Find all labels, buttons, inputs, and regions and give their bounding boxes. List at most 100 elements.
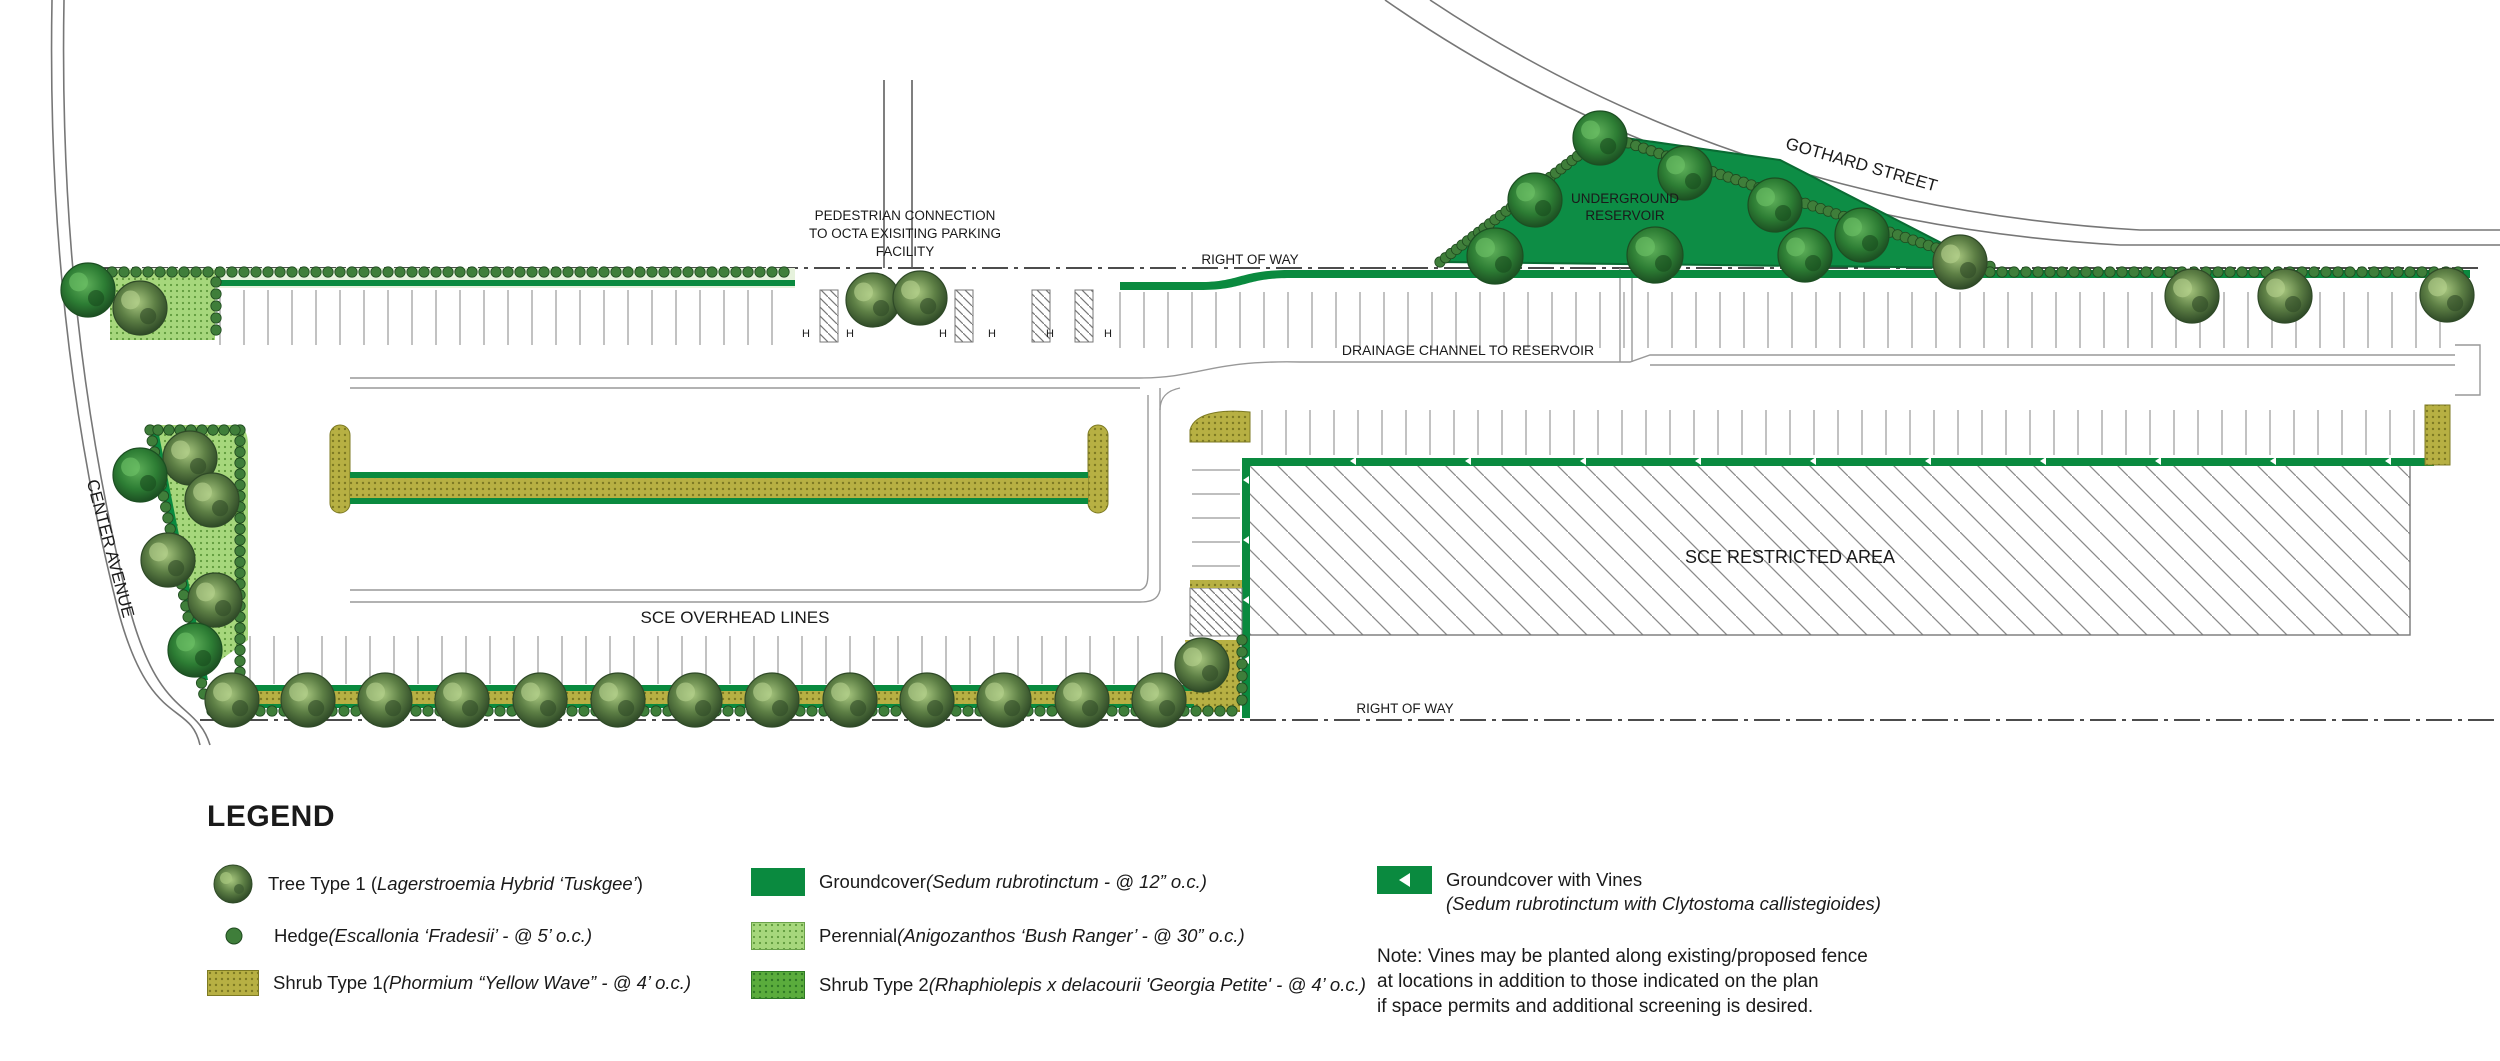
hedge-shrub bbox=[226, 266, 238, 278]
tree-shadow bbox=[1600, 138, 1617, 155]
tree-canopy bbox=[2419, 267, 2475, 323]
tree-highlight bbox=[521, 682, 540, 702]
tree-highlight bbox=[443, 682, 462, 702]
tree-canopy bbox=[590, 672, 646, 728]
label-sce-overhead: SCE OVERHEAD LINES bbox=[641, 608, 830, 627]
hedge-shrub bbox=[2032, 266, 2044, 278]
tree-canopy bbox=[2257, 268, 2313, 324]
hedge-shrub bbox=[163, 424, 175, 436]
tree-highlight bbox=[1475, 237, 1495, 258]
vine-marker bbox=[1243, 536, 1249, 544]
tree-shadow bbox=[1004, 700, 1021, 717]
tree-shadow bbox=[215, 600, 232, 617]
legend-groundcover: Groundcover (Sedum rubrotinctum - @ 12” … bbox=[751, 868, 1207, 896]
hedge-shrub bbox=[658, 266, 670, 278]
tree-shadow bbox=[1535, 200, 1552, 217]
hatched-stall bbox=[1031, 289, 1051, 343]
parking-stalls-top bbox=[219, 290, 2441, 348]
hedge-shrub bbox=[160, 501, 172, 513]
hedge-shrub bbox=[2236, 266, 2248, 278]
hatched-stall bbox=[1074, 289, 1094, 343]
tree-highlight bbox=[1756, 187, 1776, 207]
tree-shadow bbox=[1159, 700, 1176, 717]
hedge-shrub bbox=[1236, 682, 1248, 694]
hedge-shrub bbox=[210, 288, 222, 300]
tree-highlight bbox=[2428, 277, 2447, 297]
hedge-shrub bbox=[722, 705, 734, 717]
hedge-shrub bbox=[538, 266, 550, 278]
tree-icon bbox=[512, 672, 568, 728]
hedge-shrub bbox=[2152, 266, 2164, 278]
legend-hedge: Hedge (Escallonia ‘Fradesii’ - @ 5’ o.c.… bbox=[225, 925, 592, 947]
tree-highlight bbox=[149, 542, 168, 562]
tree-highlight bbox=[1786, 237, 1806, 257]
shrub-1-swatch-icon bbox=[207, 970, 259, 996]
tree-shadow bbox=[2285, 296, 2302, 313]
legend-note: Note: Vines may be planted along existin… bbox=[1377, 946, 1868, 1017]
tree-highlight bbox=[171, 440, 190, 460]
tree-highlight bbox=[854, 282, 873, 302]
tree-canopy bbox=[1932, 234, 1988, 290]
hedge-shrub bbox=[706, 266, 718, 278]
hedge-shrub bbox=[2344, 266, 2356, 278]
hedge-shrub bbox=[1996, 266, 2008, 278]
tree-icon bbox=[1466, 227, 1524, 285]
tree-canopy bbox=[112, 447, 168, 503]
vine-marker bbox=[1243, 656, 1249, 664]
legend-shrub-type-2: Shrub Type 2 (Rhaphiolepis x delacourii … bbox=[751, 971, 1366, 999]
hatched-stall bbox=[819, 289, 839, 343]
hedge-shrub bbox=[234, 446, 246, 458]
tree-shadow bbox=[1082, 700, 1099, 717]
hedge-shrub bbox=[806, 705, 818, 717]
hedge-shrub bbox=[454, 266, 466, 278]
tree-shadow bbox=[190, 458, 207, 475]
hedge-shrub bbox=[286, 266, 298, 278]
sce-fence-groundcover bbox=[1242, 458, 2434, 466]
hedge-shrub bbox=[2008, 266, 2020, 278]
label-sce-restricted: SCE RESTRICTED AREA bbox=[1685, 547, 1895, 567]
hedge-shrub bbox=[262, 266, 274, 278]
tree-highlight bbox=[1666, 155, 1686, 175]
center-island bbox=[329, 424, 1109, 514]
tree-highlight bbox=[1635, 236, 1655, 257]
hedge-shrub bbox=[694, 266, 706, 278]
legend-vines-species: (Sedum rubrotinctum with Clytostoma call… bbox=[1446, 893, 1881, 914]
hedge-shrub bbox=[466, 266, 478, 278]
pedestrian-connection-lines bbox=[883, 80, 913, 268]
tree-highlight bbox=[1581, 120, 1601, 140]
hedge-shrub bbox=[526, 266, 538, 278]
hedge-shrub bbox=[2356, 266, 2368, 278]
hedge-shrub bbox=[2212, 266, 2224, 278]
tree-highlight bbox=[599, 682, 618, 702]
tree-shadow bbox=[1655, 255, 1672, 272]
groundcover-strip-bottom-2 bbox=[215, 704, 1235, 708]
hedge-shrub bbox=[2332, 266, 2344, 278]
tree-canopy bbox=[976, 672, 1032, 728]
hedge-shrub bbox=[670, 266, 682, 278]
tree-shadow bbox=[618, 700, 635, 717]
legend-perennial-name: Perennial bbox=[819, 925, 898, 946]
hedge-shrub bbox=[610, 266, 622, 278]
hedge-shrub bbox=[646, 266, 658, 278]
tree-canopy bbox=[204, 672, 260, 728]
stall-h-label: H bbox=[802, 328, 810, 340]
hedge-shrub bbox=[2104, 266, 2116, 278]
hedge-shrub bbox=[370, 266, 382, 278]
hedge-shrub bbox=[157, 490, 170, 502]
tree-icon bbox=[167, 622, 223, 678]
legend-perennial: Perennial (Anigozanthos ‘Bush Ranger’ - … bbox=[751, 922, 1245, 950]
hedge-shrub bbox=[2308, 266, 2320, 278]
tree-highlight bbox=[121, 290, 140, 310]
tree-canopy bbox=[1466, 227, 1524, 285]
label-pedestrian-2: TO OCTA EXISITING PARKING bbox=[809, 226, 1001, 241]
hedge-shrub bbox=[218, 424, 230, 436]
tree-highlight bbox=[1941, 244, 1961, 264]
hedge-shrub bbox=[162, 512, 174, 524]
tree-canopy bbox=[1507, 172, 1563, 228]
hedge-shrub bbox=[422, 705, 434, 717]
hedge-shrub bbox=[1236, 646, 1248, 658]
hedge-shrub bbox=[298, 266, 310, 278]
tree-highlight bbox=[366, 682, 385, 702]
hedge-shrub bbox=[166, 266, 178, 278]
tree-highlight bbox=[908, 682, 927, 702]
